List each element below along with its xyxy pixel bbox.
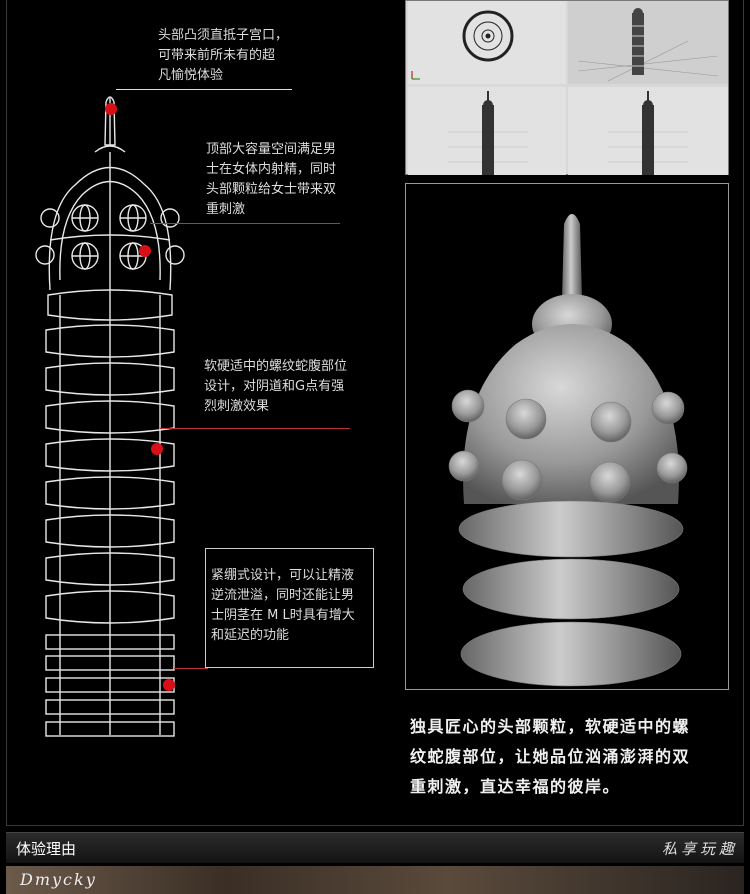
leader-line-tip xyxy=(116,89,292,90)
annotation-ribs: 软硬适中的螺纹蛇腹部位设计，对阴道和G点有强烈刺激效果 xyxy=(204,359,348,414)
viewport-front xyxy=(408,87,566,175)
cad-viewports xyxy=(405,0,729,175)
annotation-box-base xyxy=(205,548,374,668)
section-header-bar: 体验理由 私享玩趣 xyxy=(6,832,744,863)
leader-line-base xyxy=(174,668,208,669)
leader-line-head xyxy=(150,223,340,224)
wireframe-product-drawing xyxy=(35,96,185,737)
product-caption: 独具匠心的头部颗粒，软硬适中的螺 纹蛇腹部位，让她品位汹涌澎湃的双 重刺激，直达… xyxy=(410,717,691,796)
content-frame xyxy=(6,0,744,826)
viewport-perspective xyxy=(568,1,728,84)
annotation-dot-head xyxy=(139,245,151,257)
annotation-dot-tip xyxy=(105,103,117,115)
annotation-dot-ribs xyxy=(151,443,163,455)
viewport-top xyxy=(408,1,566,84)
annotation-dot-base xyxy=(163,679,175,691)
section-tagline: 私享玩趣 xyxy=(661,840,738,858)
annotation-head: 顶部大容量空间满足男士在女体内射精，同时头部颗粒给女士带来双重刺激 xyxy=(206,142,337,217)
leader-line-ribs xyxy=(160,428,350,429)
product-render-closeup xyxy=(405,183,729,690)
brand-logo: Dmycky xyxy=(20,870,97,889)
annotation-tip: 头部凸须直抵子宫口，可带来前所未有的超凡愉悦体验 xyxy=(158,28,289,83)
viewport-right xyxy=(568,87,728,175)
bottom-banner-image: Dmycky xyxy=(6,866,744,894)
annotation-base: 紧绷式设计，可以让精液逆流泄溢，同时还能让男士阴茎在 M L时具有增大和延迟的功… xyxy=(211,568,355,643)
section-title: 体验理由 xyxy=(16,840,77,858)
